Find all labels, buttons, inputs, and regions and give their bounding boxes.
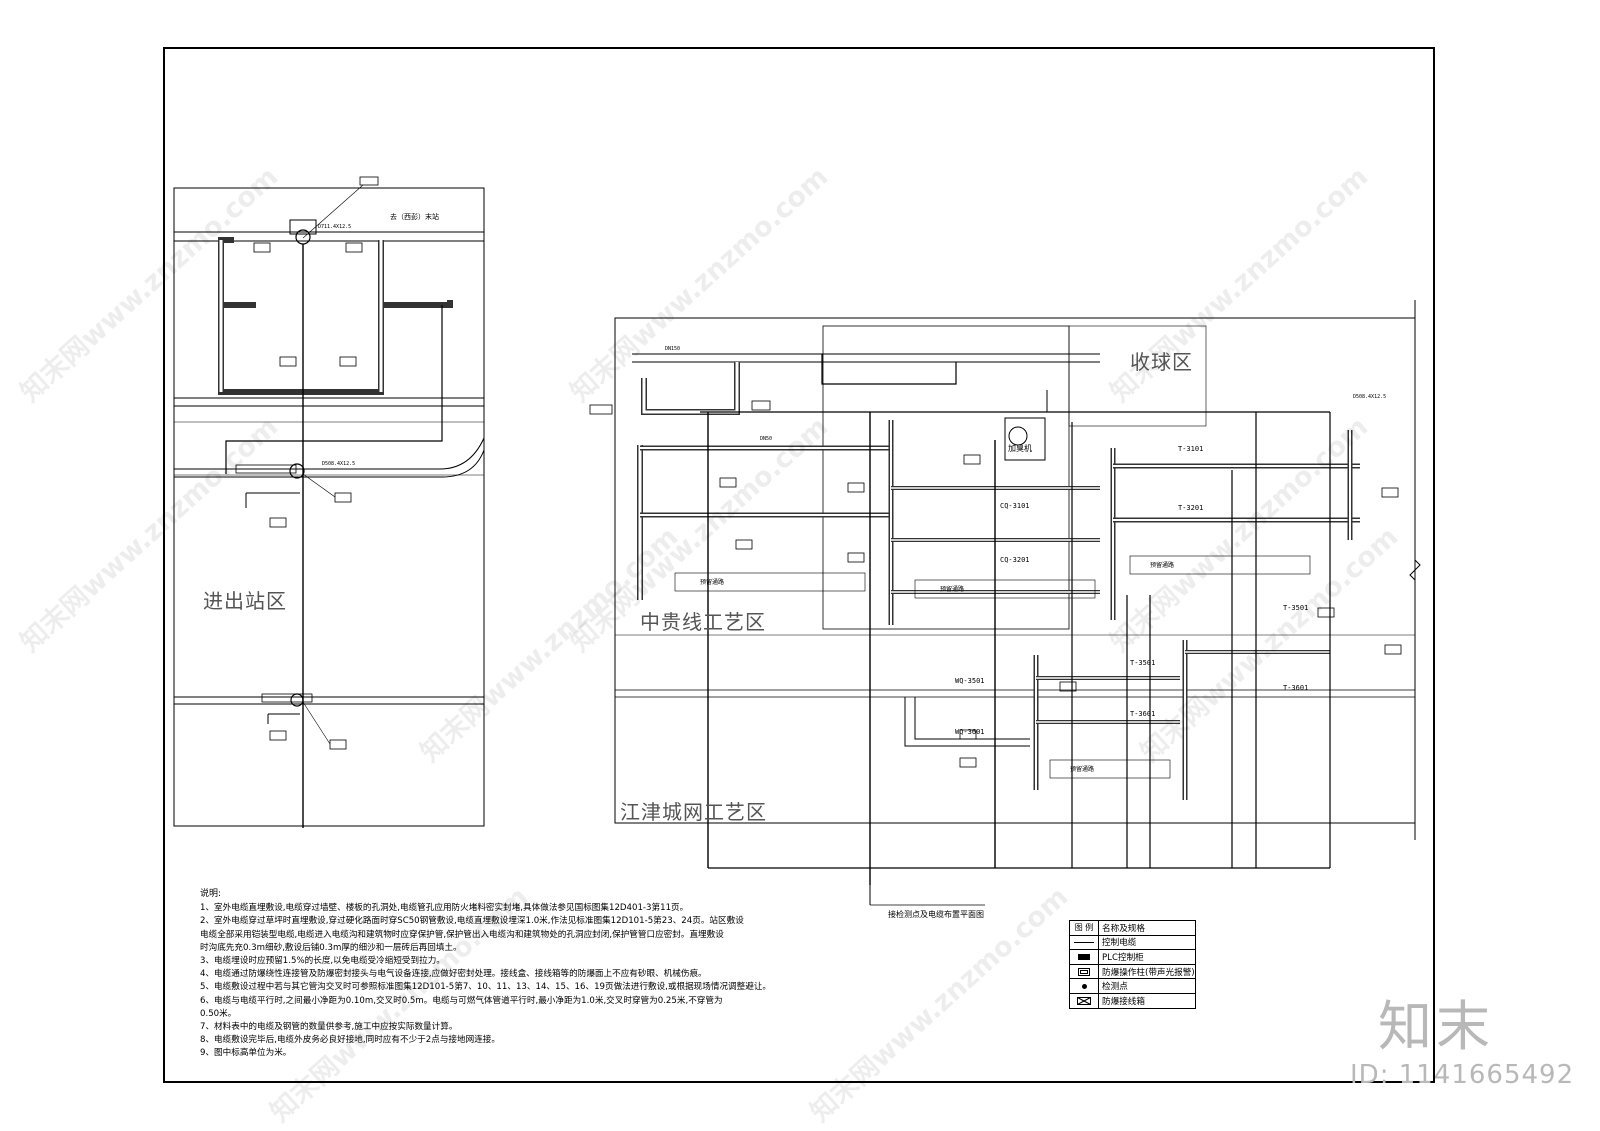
legend-header-symbol: 图 例 (1070, 921, 1099, 935)
label-t3501-right: T-3501 (1283, 604, 1308, 612)
note-line: 2、室外电缆穿过草坪时直埋敷设,穿过硬化路面时穿SC50钢管敷设,电缆直埋敷设埋… (200, 916, 744, 927)
legend-row: 防爆操作柱(带声光报警) (1070, 963, 1195, 979)
asset-id: ID: 1141665492 (1350, 1060, 1575, 1090)
brand-logo: 知末 (1378, 995, 1494, 1058)
pipe-label-d508: D508.4X12.5 (322, 461, 355, 467)
left-area (173, 176, 485, 828)
pipe-label-d508-right: D508.4X12.5 (1353, 394, 1386, 400)
legend-table: 图 例 名称及规格 控制电缆 PLC控制柜 防爆操作柱(带声光报警) 检测点 防… (1069, 920, 1196, 1009)
label-wq3601: WQ-3601 (955, 728, 985, 736)
label-t3601-right: T-3601 (1283, 684, 1308, 692)
reserved-route-2: 预留通路 (940, 585, 964, 593)
legend-item-name: 检测点 (1102, 982, 1128, 993)
plan-title: 接检测点及电缆布置平面图 (888, 909, 984, 919)
note-line: 电缆全部采用铠装型电缆,电缆进入电缆沟和建筑物时应穿保护管,保护管出入电缆沟和建… (200, 929, 724, 940)
note-line: 5、电缆敷设过程中若与其它管沟交叉时可参照标准图集12D101-5第7、10、1… (200, 982, 772, 993)
label-t3201: T-3201 (1178, 504, 1203, 512)
pipe-label-dn50: DN50 (760, 436, 772, 442)
legend-item-name: PLC控制柜 (1102, 952, 1144, 963)
pipe-label-d711: D711.4X12.5 (318, 224, 351, 230)
note-line: 时沟底先充0.3m细砂,敷设后铺0.3m厚的细沙和一层砖后再回填土。 (200, 942, 462, 953)
legend-row: PLC控制柜 (1070, 949, 1195, 964)
legend-item-name: 防爆操作柱(带声光报警) (1102, 967, 1195, 978)
design-notes: 说明: 1、室外电缆直埋敷设,电缆穿过墙壁、楼板的孔洞处,电缆管孔应用防火堵料密… (200, 888, 900, 1061)
junction-box-icon (1077, 996, 1091, 1005)
legend-header: 图 例 名称及规格 (1070, 921, 1195, 935)
note-line: 3、电缆埋设时应预留1.5%的长度,以免电缆受冷缩短受到拉力。 (200, 956, 445, 967)
sheet-frame (163, 47, 1435, 1083)
plc-cabinet-icon (1078, 953, 1090, 960)
note-line: 6、电缆与电缆平行时,之间最小净距为0.10m,交叉时0.5m。电缆与可燃气体管… (200, 995, 723, 1006)
zone-zhonggui: 中贵线工艺区 (640, 610, 766, 634)
note-line: 1、室外电缆直埋敷设,电缆穿过墙壁、楼板的孔洞处,电缆管孔应用防火堵料密实封堵,… (200, 903, 689, 914)
notes-title: 说明: (200, 889, 222, 899)
legend-item-name: 控制电缆 (1102, 938, 1137, 949)
operation-column-icon (1078, 967, 1090, 976)
zone-station-inout: 进出站区 (203, 589, 287, 613)
zone-jiangjin: 江津城网工艺区 (620, 800, 767, 824)
zone-ball-receive: 收球区 (1130, 350, 1193, 374)
note-line: 8、电缆敷设完毕后,电缆外皮务必良好接地,同时应有不少于2点与接地网连接。 (200, 1035, 500, 1046)
pipe-label-dn150: DN150 (665, 346, 680, 352)
legend-item-name: 防爆接线箱 (1102, 996, 1145, 1007)
label-cq3101: CQ-3101 (1000, 502, 1030, 510)
top-pipe-label: 去（西彭）末站 (390, 212, 439, 221)
reserved-route-1: 预留通路 (700, 578, 724, 586)
label-t3501: T-3501 (1130, 659, 1155, 667)
detection-point-icon (1081, 983, 1087, 989)
label-wq3501: WQ-3501 (955, 677, 985, 685)
heater-label: 加臭机 (1008, 443, 1032, 453)
reserved-route-3: 预留通路 (1150, 561, 1174, 569)
cable-line-icon (1074, 941, 1094, 943)
legend-header-name: 名称及规格 (1102, 923, 1145, 934)
legend-row: 防爆接线箱 (1070, 992, 1195, 1008)
right-area (589, 300, 1421, 906)
label-t3101: T-3101 (1178, 445, 1203, 453)
note-line: 7、材料表中的电缆及钢管的数量供参考,施工中应按实际数量计算。 (200, 1022, 458, 1033)
note-line: 9、图中标高单位为米。 (200, 1048, 292, 1059)
legend-row: 检测点 (1070, 978, 1195, 993)
legend-row: 控制电缆 (1070, 934, 1195, 950)
reserved-route-4: 预留通路 (1070, 765, 1094, 773)
label-cq3201: CQ-3201 (1000, 556, 1030, 564)
note-line: 0.50米。 (200, 1008, 237, 1019)
label-t3601: T-3601 (1130, 710, 1155, 718)
note-line: 4、电缆通过防爆绕性连接管及防爆密封接头与电气设备连接,应做好密封处理。接线盒、… (200, 969, 707, 980)
